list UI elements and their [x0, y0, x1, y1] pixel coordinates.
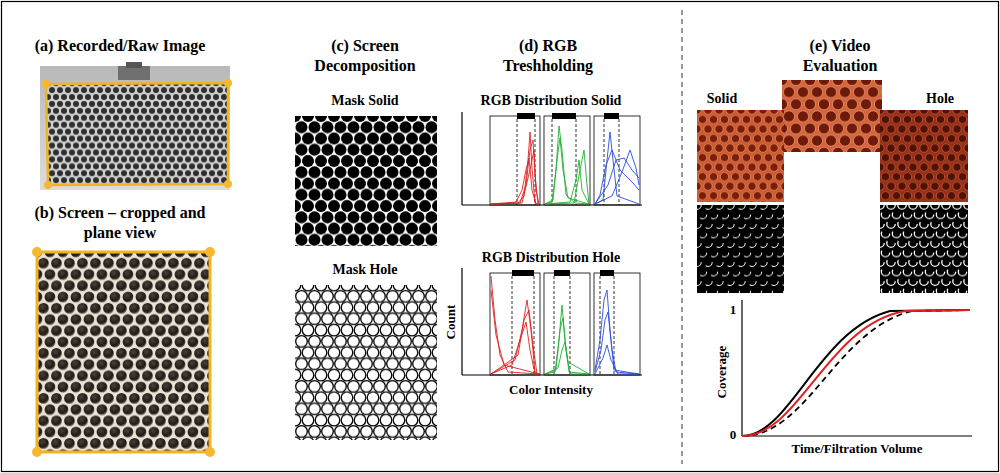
axis-label: Count	[443, 305, 459, 340]
raw-photo	[40, 62, 232, 190]
rgb-chart-hole	[462, 268, 642, 375]
axis-label: Coverage	[714, 346, 730, 399]
cropped-screen	[32, 247, 215, 457]
panel-title: (d) RGB Treshholding	[486, 36, 611, 76]
image-label: Hole	[910, 90, 970, 108]
coverage-chart	[742, 300, 972, 436]
video-frame-image	[782, 80, 882, 152]
mask-hole-image	[295, 285, 437, 440]
solid-frame-image	[697, 110, 784, 202]
mask-solid-image	[295, 116, 437, 246]
hole-binary-image	[880, 205, 968, 293]
tick-label: 1	[726, 302, 740, 318]
solid-binary-image	[697, 205, 784, 293]
hole-frame-image	[880, 110, 968, 202]
mask-label: Mask Solid	[290, 92, 440, 110]
mask-label: Mask Hole	[290, 261, 440, 279]
chart-title: RGB Distribution Hole	[456, 249, 646, 267]
panel-title: (a) Recorded/Raw Image	[5, 36, 235, 56]
tick-label: 0	[726, 427, 740, 443]
panel-title: (e) Video Evaluation	[783, 36, 898, 76]
panel-title: (b) Screen – cropped and plane view	[25, 203, 215, 243]
axis-label: Color Intensity	[456, 382, 646, 398]
axis-label: Time/Filtration Volume	[747, 441, 967, 457]
chart-title: RGB Distribution Solid	[456, 92, 646, 110]
image-label: Solid	[692, 90, 752, 108]
panel-title: (c) Screen Decomposition	[298, 36, 433, 76]
divider-line	[682, 10, 683, 464]
rgb-chart-solid	[462, 112, 642, 205]
